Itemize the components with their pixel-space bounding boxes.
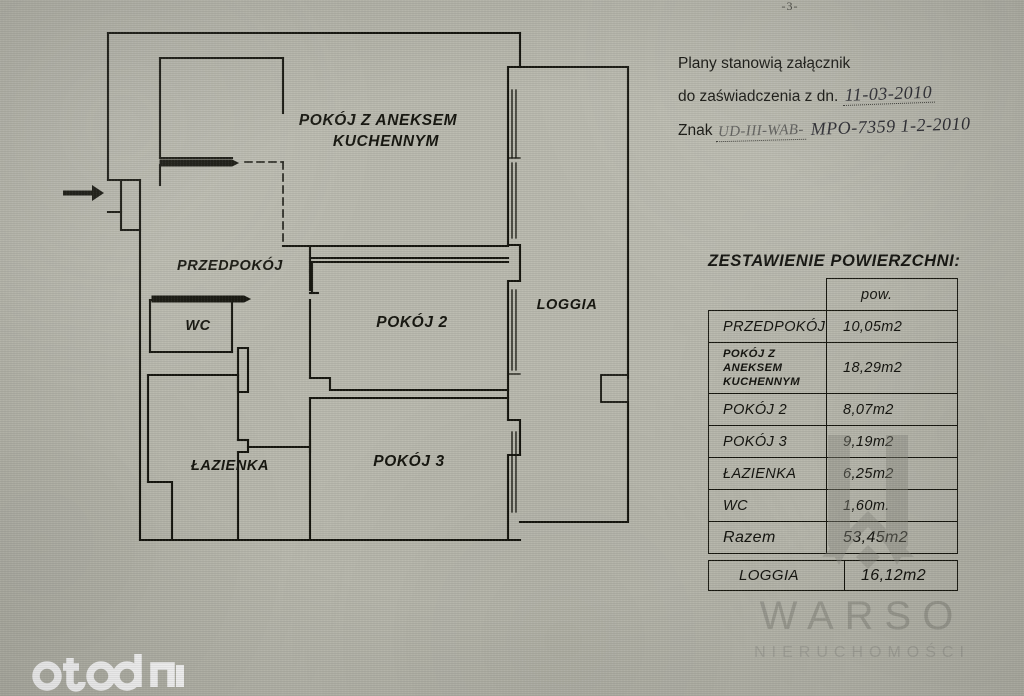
areas-row-value: 18,29m2 [826,341,958,395]
loggia-row-name: LOGGIA [708,560,845,591]
room-label-room-2: POKÓJ 2 [376,313,447,331]
cert-note-ref-prefix-handwritten: UD-III-WAB- [716,121,807,142]
room-label-kitchen-living-line2: KUCHENNYM [333,133,440,150]
areas-row-name: PRZEDPOKÓJ [708,310,827,343]
cert-note-text-2: do zaświadczenia z dn. [678,87,839,105]
loggia-row-value: 16,12m2 [844,560,958,591]
watermark-brand-subtitle: NIERUCHOMOŚCI [754,644,970,661]
areas-row-name: ŁAZIENKA [708,457,827,491]
areas-row-name: POKÓJ Z ANEKSEM KUCHENNYM [708,341,827,395]
table-row: ŁAZIENKA 6,25m2 [708,457,958,491]
table-row: PRZEDPOKÓJ 10,05m2 [708,310,958,343]
table-row: POKÓJ 3 9,19m2 [708,425,958,459]
cert-note-text-3: Znak [678,121,713,139]
entrance-arrow [63,185,104,201]
floor-plan-drawing: POKÓJ Z ANEKSEM KUCHENNYM PRZEDPOKÓJ WC … [63,31,630,542]
table-row: POKÓJ Z ANEKSEM KUCHENNYM 18,29m2 [708,341,958,395]
areas-row-name: POKÓJ 3 [708,425,827,459]
cert-note-line-3: Znak UD-III-WAB- MPO-7359 1-2-2010 [678,113,1024,142]
areas-row-value: 6,25m2 [826,457,958,491]
certificate-note: Plany stanowią załącznik do zaświadczeni… [678,56,1024,155]
areas-row-value: 9,19m2 [826,425,958,459]
areas-row-value: 1,60m. [826,489,958,523]
room-label-hall: PRZEDPOKÓJ [177,256,283,274]
table-row: POKÓJ 2 8,07m2 [708,393,958,427]
table-row: LOGGIA 16,12m2 [708,560,958,591]
cert-note-ref-handwritten: MPO-7359 1-2-2010 [810,112,972,139]
table-row: WC 1,60m. [708,489,958,523]
areas-table: pow. PRZEDPOKÓJ 10,05m2 POKÓJ Z ANEKSEM … [708,278,958,555]
cert-note-text-1: Plany stanowią załącznik [678,55,851,72]
areas-row-name: WC [708,489,827,523]
areas-table-heading: ZESTAWIENIE POWIERZCHNI: [708,252,961,270]
room-label-bathroom: ŁAZIENKA [190,458,269,474]
otodom-logo [32,654,184,692]
cert-note-line-2: do zaświadczenia z dn. 11-03-2010 [678,81,1024,106]
watermark-brand-name: WARSO [759,594,965,638]
loggia-table: LOGGIA 16,12m2 [708,560,958,591]
areas-row-name-line2: KUCHENNYM [723,376,801,389]
areas-table-header-name-blank [709,279,827,311]
room-label-loggia: LOGGIA [537,297,598,313]
areas-table-header-row: pow. [709,278,958,311]
areas-row-value: 10,05m2 [826,310,958,343]
room-label-kitchen-living-line1: POKÓJ Z ANEKSEM [299,111,458,129]
areas-table-header-pow: pow. [826,278,958,311]
areas-row-value: 8,07m2 [826,393,958,427]
room-label-wc: WC [185,318,210,334]
areas-row-name: POKÓJ 2 [708,393,827,427]
table-row-total: Razem 53,45m2 [708,521,958,555]
room-label-room-3: POKÓJ 3 [373,452,444,470]
areas-row-name-line1: POKÓJ Z ANEKSEM [723,348,783,375]
cert-note-line-1: Plany stanowią załącznik [678,56,1024,72]
areas-row-total-value: 53,45m2 [826,521,958,555]
page-number: -3- [781,0,799,13]
areas-row-total-name: Razem [708,521,827,555]
cert-note-date-handwritten: 11-03-2010 [842,81,935,106]
warso-watermark-text: WARSO NIERUCHOMOŚCI [700,596,1024,662]
